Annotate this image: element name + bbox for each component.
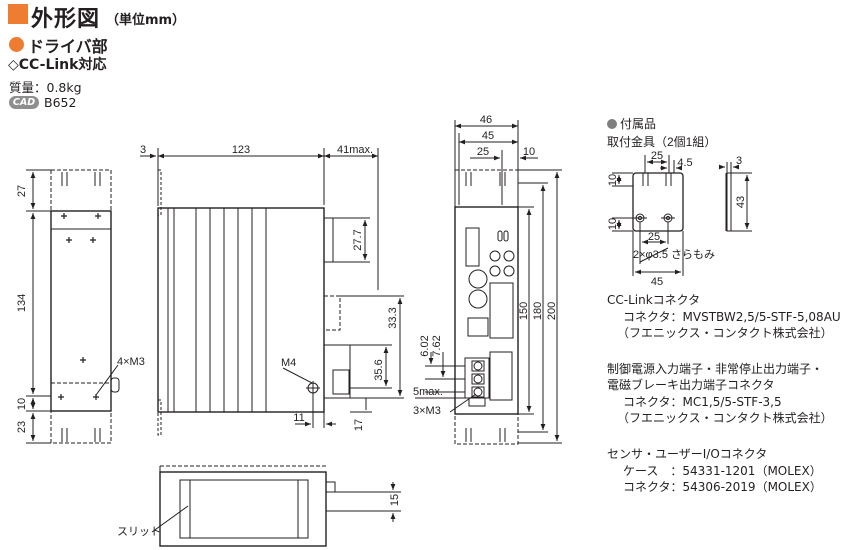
dim-17: 17 (353, 419, 365, 431)
variant-label: ◇CC-Link対応 (8, 57, 107, 73)
power-connector: コネクタ：MC1,5/5-STF-3,5 (623, 395, 782, 409)
dim-3: 3 (140, 144, 146, 156)
dim-134: 134 (16, 294, 28, 312)
front-panel-view (415, 120, 562, 445)
dim-33-3: 33.3 (387, 307, 399, 328)
accessory-labels: 付属品 取付金具（2個1組） 25 4.5 10 10 25 2×φ3.5 さら… (607, 117, 747, 288)
power-title-2: 電磁ブレーキ出力端子コネクタ (607, 378, 775, 392)
acc-dim-45: 45 (651, 276, 663, 288)
dim-123: 123 (232, 144, 250, 156)
acc-dim-25-top: 25 (651, 150, 663, 162)
acc-holes: 2×φ3.5 さらもみ (633, 248, 715, 261)
label-slit: スリット (117, 526, 161, 538)
front-view-labels: 3 123 41max. 27.7 33.3 35.6 17 11 M4 (140, 144, 399, 431)
acc-dim-25-bottom: 25 (648, 231, 660, 243)
left-view-labels: 27 134 10 23 4×M3 (16, 185, 145, 433)
accessory-item: 取付金具（2個1組） (607, 134, 716, 149)
acc-dim-4-5: 4.5 (677, 157, 692, 169)
dim-46: 46 (480, 114, 492, 126)
cc-link-title: CC-Linkコネクタ (607, 293, 701, 307)
mass-label: 質量：0.8kg (9, 80, 82, 95)
sensor-case: ケース ：54331-1201（MOLEX） (623, 464, 822, 478)
front-view (140, 148, 404, 436)
dim-180: 180 (532, 302, 544, 320)
dim-5max: 5max. (413, 386, 443, 398)
left-side-view (26, 169, 120, 444)
dim-10: 10 (16, 398, 28, 410)
dim-11: 11 (293, 412, 304, 424)
page-title: 外形図 (31, 7, 101, 32)
dim-200: 200 (546, 302, 558, 320)
acc-dim-3: 3 (736, 155, 742, 167)
cad-badge: CAD (9, 96, 39, 109)
cc-link-maker: （フエニックス・コンタクト株式会社） (617, 326, 833, 340)
dim-27-7: 27.7 (352, 229, 364, 250)
acc-dim-10-a: 10 (607, 174, 619, 186)
section-title: ドライバ部 (28, 37, 108, 56)
dim-23: 23 (16, 421, 28, 433)
cc-link-connector: コネクタ：MVSTBW2,5/5-STF-5,08AU (623, 310, 841, 324)
section-marker (9, 37, 24, 52)
dim-41max: 41max. (337, 144, 373, 156)
dim-10: 10 (523, 146, 535, 158)
title-marker (8, 4, 28, 24)
dim-150: 150 (518, 302, 530, 320)
acc-dim-10-b: 10 (607, 218, 619, 230)
power-title-1: 制御電源入力端子・非常停止出力端子・ (607, 362, 824, 376)
label-m4: M4 (281, 357, 296, 369)
unit-label: （単位mm） (106, 13, 186, 28)
dim-15: 15 (389, 494, 401, 506)
sensor-connector: コネクタ：54306-2019（MOLEX） (623, 480, 822, 494)
dim-45: 45 (482, 130, 494, 142)
sensor-title: センサ・ユーザーI/Oコネクタ (607, 447, 768, 461)
bottom-view (151, 465, 401, 547)
bottom-view-labels: 15 スリット (117, 494, 401, 538)
holes-4xm3: 4×M3 (117, 356, 145, 368)
accessory-title: 付属品 (620, 117, 656, 131)
screws-3xm3: 3×M3 (413, 405, 441, 417)
panel-view-labels: 46 45 25 10 150 180 200 6.02 7.62 5max. … (413, 114, 558, 417)
dim-27: 27 (16, 185, 28, 197)
dim-25: 25 (477, 146, 489, 158)
accessory-bracket (612, 155, 752, 276)
acc-dim-43: 43 (735, 196, 747, 208)
dim-6-02: 6.02 (419, 335, 431, 356)
cad-code: B652 (44, 95, 77, 110)
dim-35-6: 35.6 (373, 359, 385, 380)
accessory-bullet (607, 119, 617, 129)
dim-7-62: 7.62 (431, 335, 443, 356)
power-maker: （フエニックス・コンタクト株式会社） (617, 411, 833, 425)
